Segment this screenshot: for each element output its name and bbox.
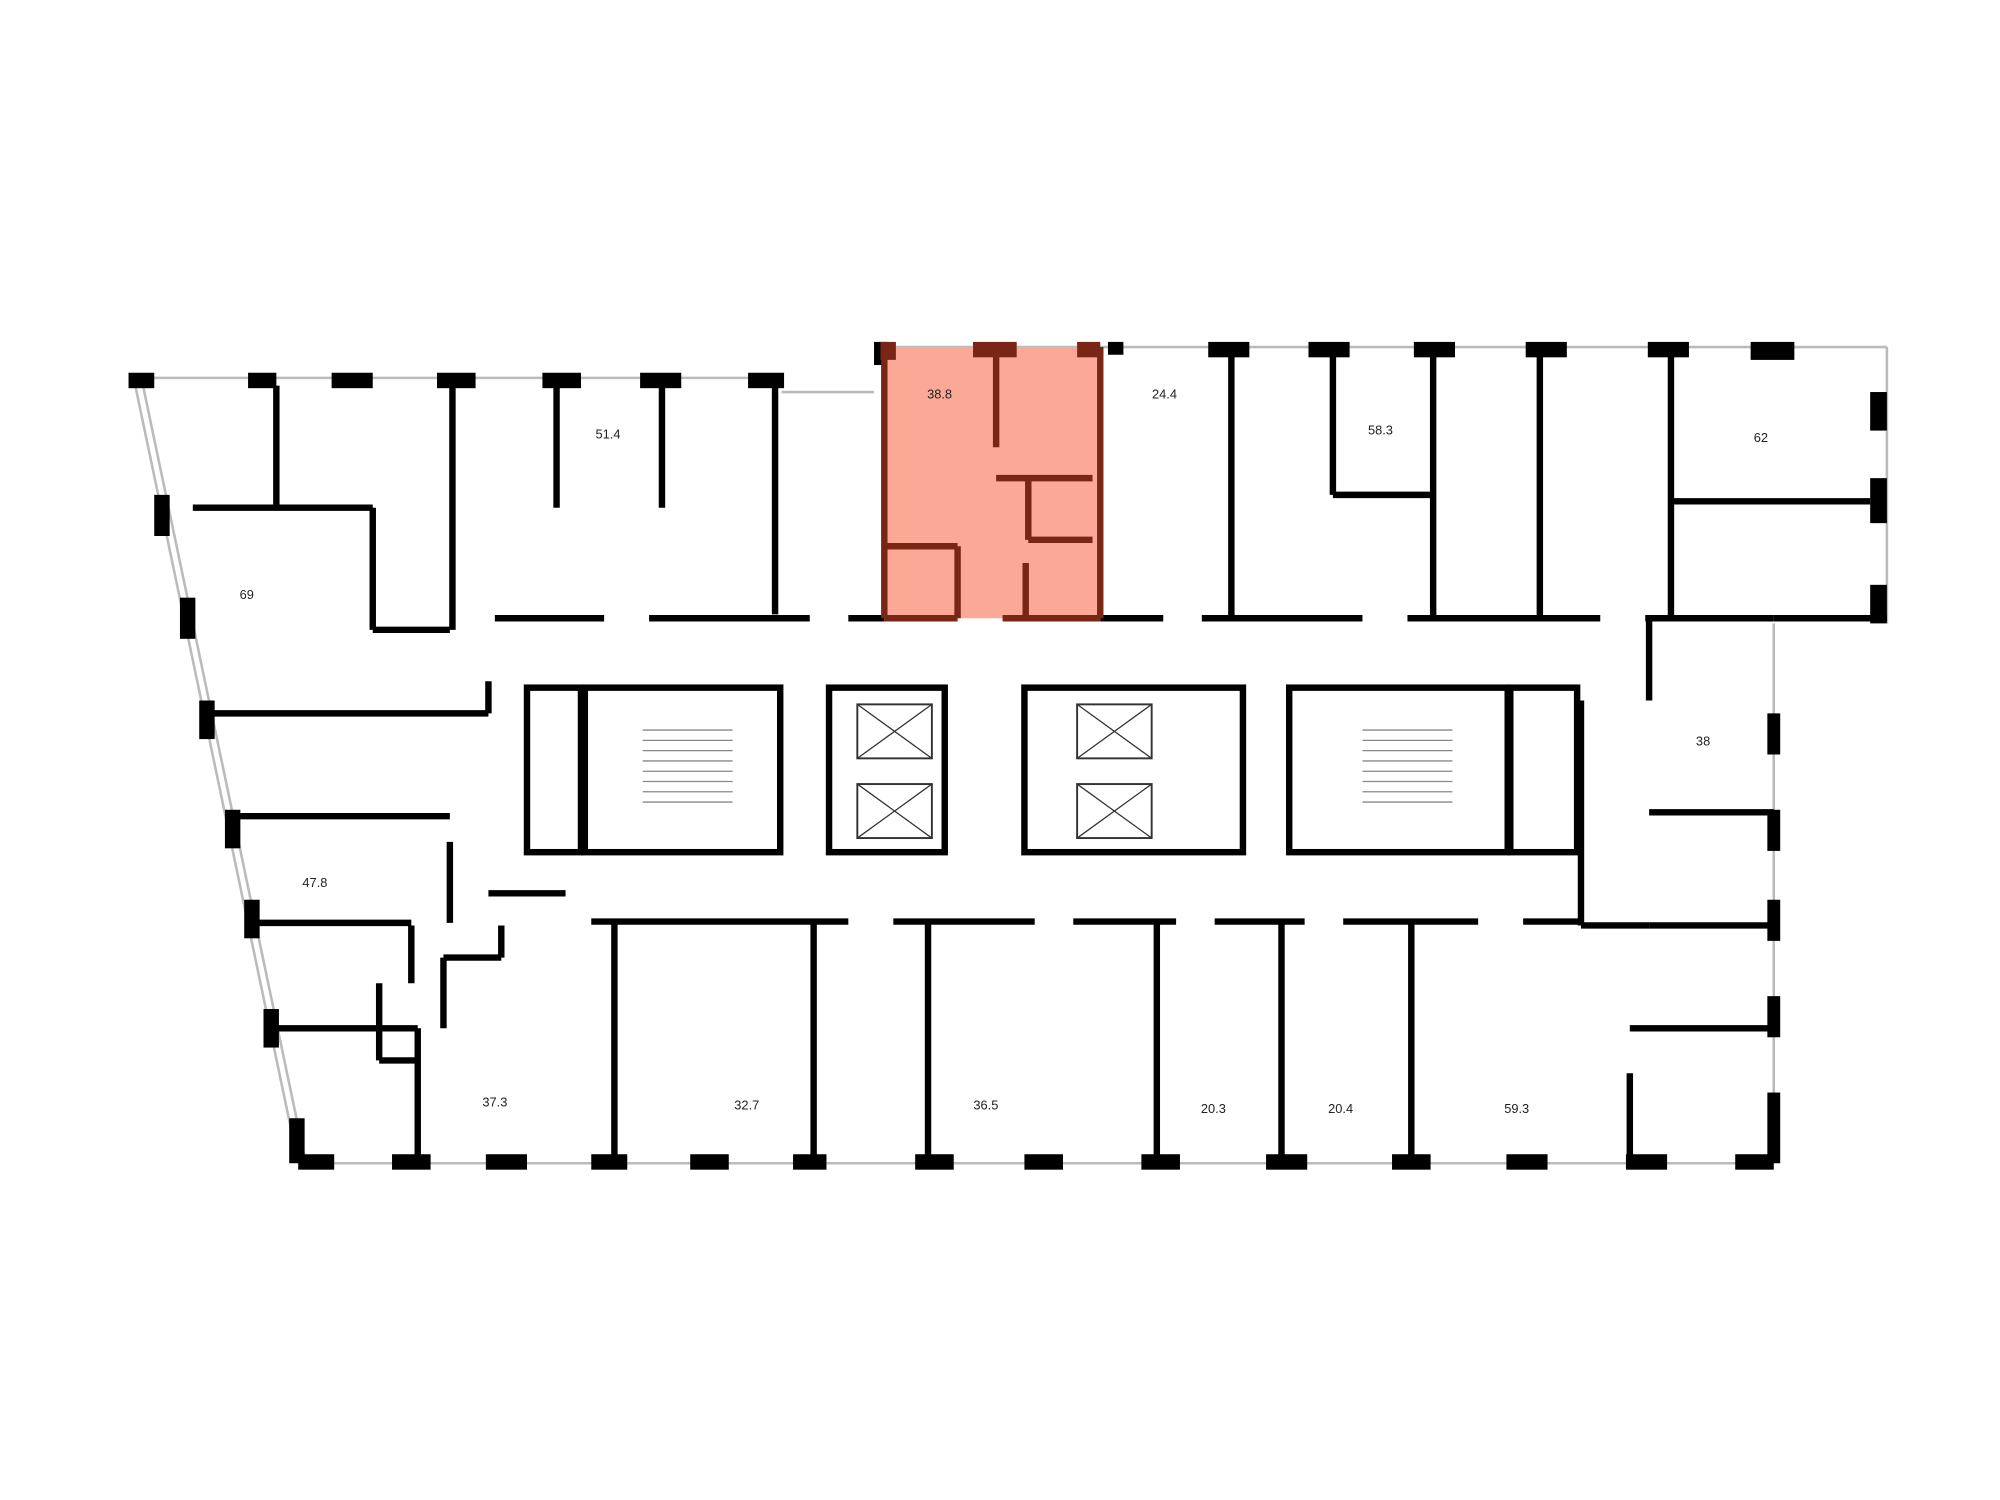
apartment-label-69[interactable]: 69 <box>240 587 254 602</box>
wall-pier <box>154 494 170 536</box>
apartment-label-24.4[interactable]: 24.4 <box>1152 386 1177 401</box>
apartment-label-20.4[interactable]: 20.4 <box>1328 1101 1353 1116</box>
selected-apartment-walls <box>880 341 1104 622</box>
apartment-label-59.3[interactable]: 59.3 <box>1504 1101 1529 1116</box>
stair-right <box>1285 684 1511 856</box>
apartment-label-38.8[interactable]: 38.8 <box>927 386 952 401</box>
wall-pier <box>1625 1154 1668 1170</box>
apartment-label-37.3[interactable]: 37.3 <box>482 1095 507 1110</box>
wall-pier <box>1767 713 1781 755</box>
elevator-car <box>1076 703 1153 760</box>
elevator-cross <box>1076 703 1153 759</box>
elevator-car <box>856 783 933 840</box>
wall-pier <box>1024 1154 1063 1170</box>
wall-pier <box>793 1154 827 1170</box>
wall-pier <box>244 899 260 939</box>
wall-pier <box>128 372 155 389</box>
elevator-right <box>1021 684 1247 856</box>
wall-pier <box>1767 809 1781 851</box>
wall-pier <box>392 1154 431 1170</box>
wall-pier <box>1870 392 1887 431</box>
wall-pier <box>1870 584 1887 624</box>
wall-pier <box>289 1118 305 1164</box>
wall-pier <box>1750 341 1795 360</box>
wall-pier <box>1506 1154 1548 1170</box>
shaft <box>1507 684 1581 856</box>
stair-left <box>581 684 784 856</box>
apartment-label-62[interactable]: 62 <box>1754 430 1768 445</box>
selected-apartment-pier <box>1077 341 1101 358</box>
elevator-car <box>1076 783 1153 840</box>
apartment-label-47.8[interactable]: 47.8 <box>302 875 327 890</box>
elevator-car <box>856 703 933 760</box>
walls <box>128 341 1887 1170</box>
selected-apartment-pier <box>973 341 1017 358</box>
wall-pier <box>1107 341 1124 355</box>
apartment-label-36.5[interactable]: 36.5 <box>973 1097 998 1112</box>
apartment-label-51.4[interactable]: 51.4 <box>595 426 620 441</box>
wall-pier <box>1525 341 1567 358</box>
wall-pier <box>915 1154 954 1170</box>
wall-pier <box>1141 1154 1180 1170</box>
wall-pier <box>1308 341 1350 358</box>
wall-pier <box>179 597 196 639</box>
apartment-38.8-highlight[interactable] <box>884 347 1101 619</box>
wall-pier <box>1767 1092 1781 1164</box>
wall-pier <box>640 372 682 389</box>
wall-pier <box>542 372 581 389</box>
wall-pier <box>199 700 215 740</box>
wall-pier <box>748 372 785 389</box>
wall-pier <box>1870 478 1887 524</box>
wall-pier <box>485 1154 527 1170</box>
wall-pier <box>437 372 476 389</box>
shaft <box>523 684 585 856</box>
apartment-label-20.3[interactable]: 20.3 <box>1201 1101 1226 1116</box>
apartment-label-58.3[interactable]: 58.3 <box>1368 422 1393 437</box>
elevator-cross <box>1076 783 1153 839</box>
elevator-cross <box>856 783 933 839</box>
apartment-label-32.7[interactable]: 32.7 <box>734 1097 759 1112</box>
wall-pier <box>1266 1154 1308 1170</box>
wall-pier <box>331 372 373 389</box>
wall-pier <box>690 1154 729 1170</box>
wall-pier <box>591 1154 628 1170</box>
selected-apartment-pier <box>880 341 896 360</box>
wall-pier <box>1767 899 1781 941</box>
wall-pier <box>248 372 277 389</box>
elevator-cross <box>856 703 933 759</box>
apartment-label-38[interactable]: 38 <box>1696 734 1710 749</box>
wall-pier <box>1735 1154 1774 1170</box>
elevator-left <box>825 684 948 856</box>
wall-pier <box>298 1154 335 1170</box>
building-core <box>523 684 1581 856</box>
